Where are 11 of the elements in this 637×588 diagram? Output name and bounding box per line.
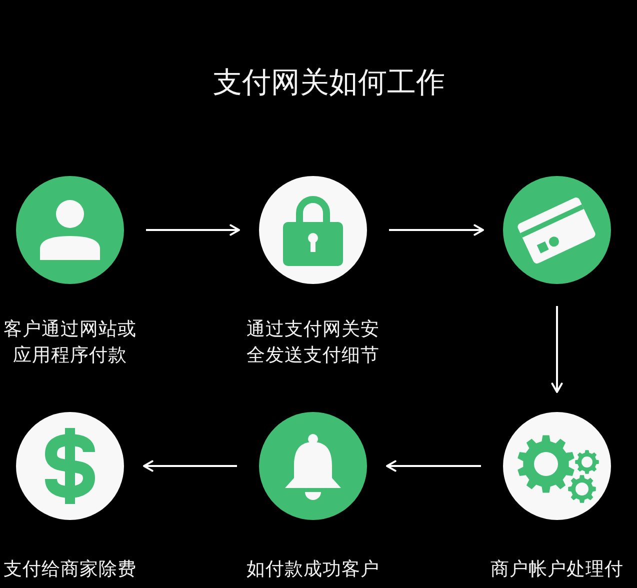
node-label: 如付款成功客户 <box>246 558 380 582</box>
title: 支付网关如何工作 <box>213 64 445 101</box>
arrow <box>551 306 563 393</box>
node-label: 商户帐户处理付 <box>490 558 624 582</box>
arrow <box>143 460 237 472</box>
node-label: 客户通过网站或应用程序付款 <box>2 318 138 368</box>
node-label: 通过支付网关安全发送支付细节 <box>246 318 380 368</box>
node-label: 支付给商家除费 <box>2 558 138 582</box>
arrow <box>146 224 240 236</box>
arrow <box>386 460 481 472</box>
arrow <box>389 224 484 236</box>
